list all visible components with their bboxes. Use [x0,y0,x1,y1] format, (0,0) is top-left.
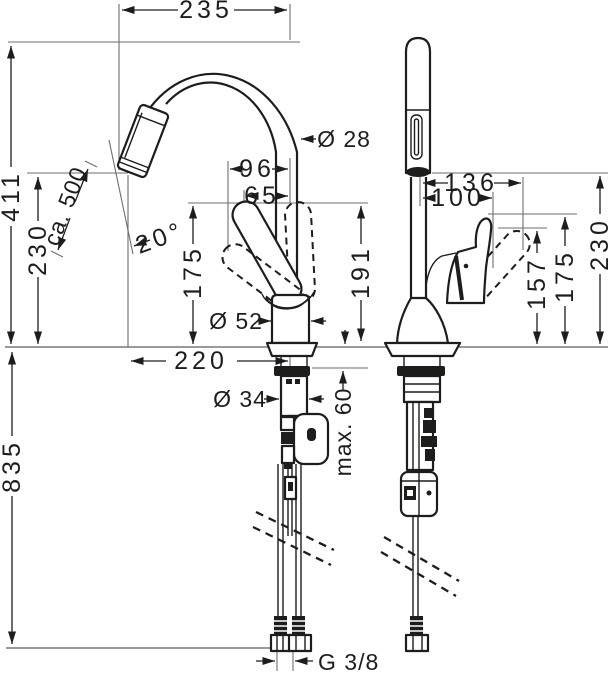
hose-coupling-bottom [280,444,296,465]
threaded-shank-front [279,374,309,418]
handle-seam-side [454,255,464,301]
dim-handle-open-height-side-label: 175 [551,249,579,303]
fitting-hex-facets-left [276,635,284,651]
fitting-hex-facets-right [295,635,306,651]
hose-leader-end-ticks [50,160,98,258]
spray-head-details [118,112,166,174]
shank-detail-b [295,379,300,384]
hose-break-marks-side [380,536,460,597]
dim-hose-length-below-label: 835 [0,439,26,493]
supply-hose-side [412,516,419,616]
dim-max-deck-thickness-label: max. 60 [330,388,356,477]
fitting-hex-facets-side [412,635,423,651]
mounting-nut-side [397,366,445,376]
shank-thread-lines-side [404,383,440,393]
hose-weight-lines [401,472,437,516]
shank-detail-a [286,379,292,384]
mounting-nut-front [274,366,310,376]
dim-connection-thread-label: G 3/8 [318,649,379,675]
spray-head-front [116,103,170,179]
dim-body-diameter-label: Ø 52 [209,308,263,334]
dim-outlet-height-front-label: 230 [24,222,52,276]
hose-coupling-ribbed [281,432,294,444]
hose-fitting-left [269,616,292,653]
spray-slot-outer [410,114,423,160]
dim-total-height-label: 411 [0,170,25,222]
handle-lever-front [231,200,303,304]
dimension-lines [6,5,604,665]
shank-neck-side [403,356,441,366]
reference-lines [5,4,608,671]
cartridge-curve-side [425,252,457,298]
dim-hose-extension-label: ca. 500 [38,163,92,249]
mixer-body-side [395,296,450,345]
hose-weight-pin [426,490,432,496]
dim-handle-top-height-label: 191 [347,245,375,299]
dim-handle-open-reach-label: 96 [239,155,275,183]
dim-ca500-up [74,168,89,203]
pullout-hose-connector-core [288,482,293,491]
hose-fitting-side [404,616,430,653]
fitting-hex-right [287,633,313,653]
dim-handle-reach-label: 65 [244,182,280,210]
fitting-thread-ribs-left [274,620,287,632]
dim-handle-height-side-label: 157 [523,256,551,310]
dim-reach-at-deck-label: 220 [174,347,228,375]
mixer-body-front [270,293,311,345]
spout-arc [146,72,299,345]
fitting-hex-side [404,633,430,653]
hose-fitting-right [287,616,313,653]
dim-spout-reach-label: 235 [179,0,233,24]
cartridge-dome-arcs [261,291,315,310]
dim-handle-height-front-label: 175 [179,245,207,299]
dim-outlet-height-side-label: 230 [586,217,612,271]
shank-clip-d [425,449,435,461]
shank-clip-a [424,408,434,418]
spout-column-side [409,177,428,298]
fitting-thread-ribs-right [292,620,305,632]
spray-head-body [116,103,170,179]
hose-coupling-top [279,415,296,432]
diverter-button [307,428,316,441]
dim-ca500-down [57,217,71,251]
hose-break-marks-front [252,510,335,567]
shank-clip-b [423,420,436,433]
dim-20deg-arrow [133,237,151,247]
escutcheon-side [383,341,462,358]
dim-handle-offset-side-label: 100 [431,184,485,212]
side-view [380,36,531,653]
handle-screw-dot [463,263,469,269]
fitting-hex-left [269,633,292,653]
fitting-thread-ribs-side [410,620,423,632]
dim-hole-diameter-label: Ø 34 [213,386,267,412]
shank-clip-c [421,436,437,447]
threaded-shank-side [402,374,442,404]
handle-lever-side [445,217,493,305]
dim-spout-diameter-label: Ø 28 [317,126,371,152]
pullout-spray-side [404,36,432,175]
spray-axis-construction-line [108,139,134,255]
ext-g38-fitting [276,651,294,671]
hose-weight-latch-window [407,490,413,496]
spray-slot-inner [413,118,420,156]
shank-inner-hose-side [412,402,420,470]
front-view [116,72,335,653]
dim-handle-open-offset-side-label: 136 [444,169,498,197]
aerator-outlet-side [406,167,430,177]
escutcheon-front [265,341,319,358]
